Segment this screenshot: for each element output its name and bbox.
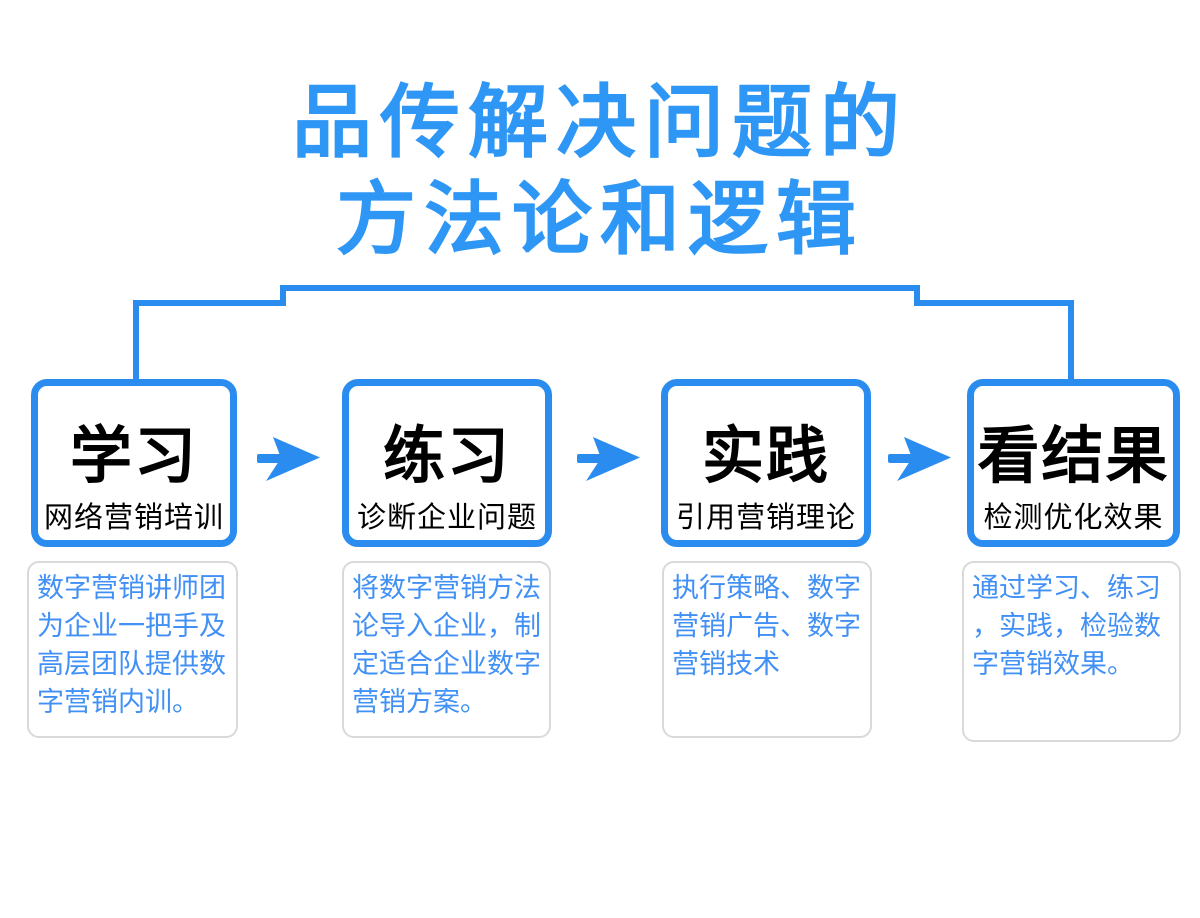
page-title-line-2: 方法论和逻辑 <box>336 175 864 264</box>
arrow-right-icon <box>577 437 640 481</box>
step-description-results: 通过学习、练习，实践，检验数字营销效果。 <box>962 561 1181 742</box>
step-title: 看结果 <box>977 422 1170 491</box>
page-title: 品传解决问题的 方法论和逻辑 <box>0 74 1200 268</box>
step-subtitle: 引用营销理论 <box>675 502 856 534</box>
step-box-learn: 学习 网络营销培训 <box>31 379 237 547</box>
step-title: 练习 <box>382 422 511 491</box>
step-title: 实践 <box>701 422 830 491</box>
step-title: 学习 <box>69 422 198 491</box>
step-box-practice: 练习 诊断企业问题 <box>342 379 552 547</box>
arrow-right-icon <box>257 437 320 481</box>
step-subtitle: 检测优化效果 <box>983 502 1164 534</box>
step-description-learn: 数字营销讲师团为企业一把手及高层团队提供数字营销内训。 <box>27 561 238 738</box>
page-title-line-1: 品传解决问题的 <box>292 78 908 167</box>
step-box-implement: 实践 引用营销理论 <box>661 379 871 547</box>
step-subtitle: 诊断企业问题 <box>356 502 537 534</box>
step-subtitle: 网络营销培训 <box>43 502 224 534</box>
step-box-results: 看结果 检测优化效果 <box>967 379 1180 547</box>
step-description-implement: 执行策略、数字营销广告、数字营销技术 <box>662 561 872 738</box>
arrow-right-icon <box>888 437 951 481</box>
step-description-practice: 将数字营销方法论导入企业，制定适合企业数字营销方案。 <box>342 561 551 738</box>
